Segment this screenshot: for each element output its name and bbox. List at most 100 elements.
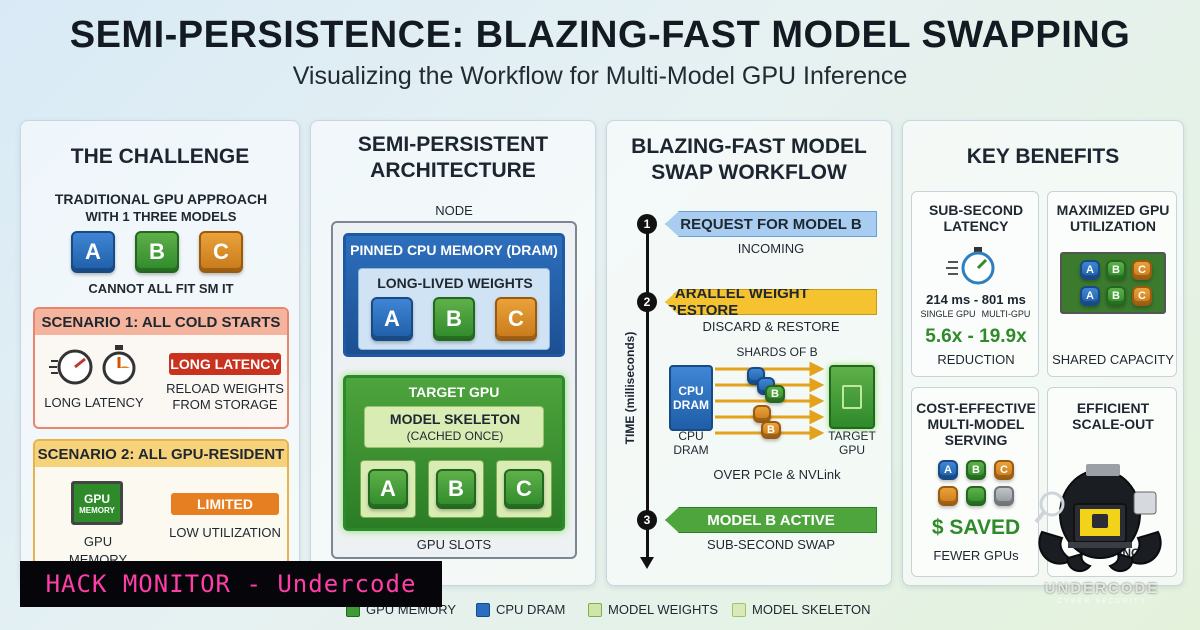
legend-swatch-cpu-dram (476, 603, 490, 617)
pinned-cpu-memory-box: PINNED CPU MEMORY (DRAM) LONG-LIVED WEIG… (343, 233, 565, 357)
slot-tile-c: C (504, 469, 544, 509)
architecture-panel: SEMI-PERSISTENT ARCHITECTURE NODE PINNED… (310, 120, 596, 586)
cost-tile-e (966, 486, 986, 506)
legend-label-model-weights: MODEL WEIGHTS (608, 602, 719, 617)
util-tile-5: B (1106, 286, 1126, 306)
latency-factor: 5.6x - 19.9x (925, 326, 1027, 347)
hack-monitor-banner: HACK MONITOR - Undercode (20, 561, 442, 607)
gpu-chip-core (842, 385, 862, 409)
weight-tile-b: B (433, 297, 475, 341)
scenario-1-card: SCENARIO 1: ALL COLD STARTS LONG LATENCY… (33, 307, 289, 429)
skeleton-line-1: MODEL SKELETON (389, 411, 521, 427)
approach-line-2: WITH 1 THREE MODELS (85, 209, 237, 224)
cpu-label-1: CPU (678, 429, 704, 443)
step-3-bar: MODEL B ACTIVE (665, 507, 877, 533)
slot-tile-a: A (368, 469, 408, 509)
cpu-label-2: DRAM (673, 443, 709, 457)
utilization-title-2: UTILIZATION (1069, 218, 1157, 234)
cost-tile-f (994, 486, 1014, 506)
challenge-title: THE CHALLENGE (70, 145, 250, 168)
scale-title-1: EFFICIENT (1076, 400, 1150, 416)
cpu-dram-chip: CPU DRAM (669, 365, 713, 431)
target-gpu-label: TARGET GPU (408, 384, 500, 400)
latency-single-gpu: SINGLE GPU (920, 309, 976, 319)
util-tile-1: A (1080, 260, 1100, 280)
page-title: SEMI-PERSISTENCE: BLAZING-FAST MODEL SWA… (69, 14, 1131, 56)
approach-line-1: TRADITIONAL GPU APPROACH (54, 191, 268, 207)
architecture-title-2: ARCHITECTURE (370, 159, 536, 182)
util-tile-6: C (1132, 286, 1152, 306)
cost-tile-a: A (938, 460, 958, 480)
link-label: OVER PCIe & NVLink (713, 467, 841, 482)
scenario-1-note-1: RELOAD WEIGHTS (166, 381, 284, 396)
slot-tile-b: B (436, 469, 476, 509)
gpu-board-icon: A B C A B C (1060, 252, 1166, 314)
gpu-slot-c: C (496, 460, 552, 518)
util-tile-4: A (1080, 286, 1100, 306)
gpu-memory-chip-icon: GPU MEMORY (71, 481, 123, 525)
weights-label: LONG-LIVED WEIGHTS (377, 275, 533, 291)
shard-5: B (761, 421, 781, 439)
hacker-octopus-logo (1034, 464, 1162, 573)
weights-box: LONG-LIVED WEIGHTS A B C (358, 268, 550, 350)
target-gpu-chip (829, 365, 875, 429)
shard-3: B (765, 385, 785, 403)
gpu-slot-a: A (360, 460, 416, 518)
time-axis-line (646, 217, 649, 561)
scale-title-2: SCALE-OUT (1072, 416, 1154, 432)
utilization-note: SHARED CAPACITY (1052, 352, 1174, 367)
weight-tile-a: A (371, 297, 413, 341)
utilization-card: MAXIMIZED GPU UTILIZATION A B C A B C SH… (1047, 191, 1177, 377)
cost-tile-c: C (994, 460, 1014, 480)
latency-multi-gpu: MULTI-GPU (981, 309, 1031, 319)
model-skeleton-box: MODEL SKELETON (CACHED ONCE) (364, 406, 544, 448)
cpu-chip-line-1: CPU (678, 384, 704, 398)
architecture-title-1: SEMI-PERSISTENT (357, 133, 549, 156)
latency-title-1: SUB-SECOND (928, 202, 1024, 218)
latency-card: SUB-SECOND LATENCY 214 ms - 801 ms SINGL… (911, 191, 1039, 377)
chip-line-2: MEMORY (79, 505, 115, 515)
chip-line-1: GPU (83, 491, 110, 506)
util-tile-3: C (1132, 260, 1152, 280)
utilization-title-1: MAXIMIZED GPU (1056, 202, 1170, 218)
limited-badge: LIMITED (171, 493, 279, 515)
cost-note: FEWER GPUs (933, 548, 1019, 563)
gauge-icon (49, 349, 93, 385)
util-tile-2: B (1106, 260, 1126, 280)
model-tile-c: C (199, 231, 243, 273)
gpu-slots-label: GPU SLOTS (416, 537, 492, 552)
model-tile-b: B (135, 231, 179, 273)
workflow-panel: BLAZING-FAST MODEL SWAP WORKFLOW TIME (m… (606, 120, 892, 586)
step-1-number: 1 (637, 214, 657, 234)
step-3-number: 3 (637, 510, 657, 530)
step-2-bar: PARALLEL WEIGHT RESTORE (665, 289, 877, 315)
workflow-title-1: BLAZING-FAST MODEL (631, 135, 867, 158)
gpu-slot-b: B (428, 460, 484, 518)
step-1-bar: REQUEST FOR MODEL B (665, 211, 877, 237)
challenge-panel: THE CHALLENGE TRADITIONAL GPU APPROACH W… (20, 120, 300, 586)
node-label: NODE (435, 203, 473, 218)
step-2-number: 2 (637, 292, 657, 312)
benefits-title: KEY BENEFITS (966, 145, 1120, 168)
weight-tile-c: C (495, 297, 537, 341)
watermark-line-1: UNDERCODE (1044, 580, 1160, 597)
target-gpu-box: TARGET GPU MODEL SKELETON (CACHED ONCE) … (343, 375, 565, 531)
cost-title-1: COST-EFFECTIVE (916, 400, 1036, 416)
cost-title-2: MULTI-MODEL (927, 416, 1025, 432)
latency-range: 214 ms - 801 ms (926, 292, 1026, 307)
fit-note: CANNOT ALL FIT SM IT (88, 281, 234, 296)
stopwatch-icon (946, 247, 995, 285)
legend-label-model-skeleton: MODEL SKELETON (752, 602, 871, 617)
shard-transfer-arrows (715, 361, 825, 441)
shards-label: SHARDS OF B (736, 345, 818, 359)
cpu-memory-label: PINNED CPU MEMORY (DRAM) (350, 242, 558, 258)
latency-title-2: LATENCY (943, 218, 1009, 234)
model-tile-a: A (71, 231, 115, 273)
cpu-chip-line-2: DRAM (673, 398, 709, 412)
node-box: PINNED CPU MEMORY (DRAM) LONG-LIVED WEIG… (331, 221, 577, 559)
step-1-note: INCOMING (737, 241, 805, 256)
scenario-1-note-2: FROM STORAGE (172, 397, 278, 412)
scenario-1-left-label: LONG LATENCY (44, 395, 144, 410)
legend-swatch-model-skeleton (732, 603, 746, 617)
watermark-line-2: CYBER SECURITY (1057, 598, 1147, 605)
